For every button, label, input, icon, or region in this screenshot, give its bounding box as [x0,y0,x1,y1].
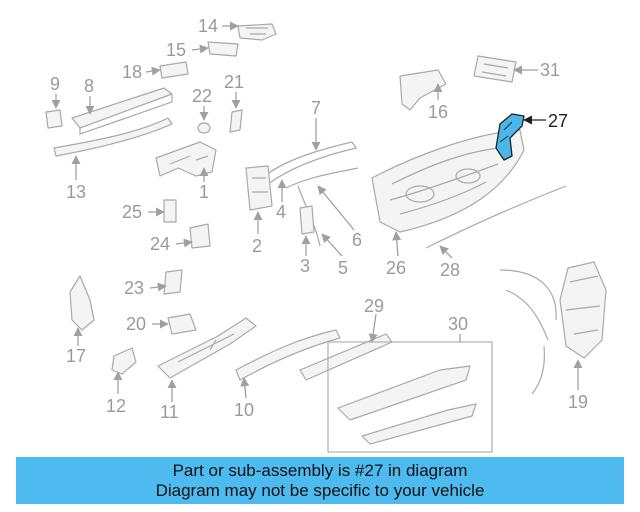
part-20-bracket [167,313,197,335]
part-10-rocker [235,329,341,381]
callout-8[interactable]: 8 [84,76,94,96]
part-3-latch [299,205,315,235]
callout-12[interactable]: 12 [106,396,126,416]
banner-line-disclaimer: Diagram may not be specific to your vehi… [155,480,485,500]
part-21-strip [229,109,243,133]
callout-1[interactable]: 1 [199,182,209,202]
part-9-bolt [45,109,63,129]
callout-24[interactable]: 24 [150,234,170,254]
callout-15[interactable]: 15 [166,40,186,60]
info-banner: Part or sub-assembly is #27 in diagram D… [16,457,624,504]
callout-17[interactable]: 17 [66,346,86,366]
callout-19[interactable]: 19 [568,392,588,412]
part-19-lock-actuator [499,261,607,395]
callout-labels: 14 15 18 9 8 22 21 13 1 7 4 2 6 3 5 25 2… [50,16,588,422]
part-16-hinge [399,69,447,111]
callout-29[interactable]: 29 [364,296,384,316]
part-13-rail [53,117,173,157]
callout-4[interactable]: 4 [276,202,286,222]
part-15-clip [207,41,239,57]
callout-27-highlighted[interactable]: 27 [548,111,568,131]
part-18-clip [159,61,189,79]
part-23-bracket [163,269,183,295]
part-4-hinge [245,165,273,211]
callout-22[interactable]: 22 [192,86,212,106]
part-22-grommet [197,122,211,134]
callout-6[interactable]: 6 [352,230,362,250]
part-7-cable [261,141,357,185]
callout-26[interactable]: 26 [386,258,406,278]
leader-arrows [51,21,583,402]
part-27-door-check-bracket [495,113,525,161]
callout-28[interactable]: 28 [440,260,460,280]
part-14-bracket [237,23,277,41]
callout-7[interactable]: 7 [311,98,321,118]
callout-5[interactable]: 5 [338,258,348,278]
callout-18[interactable]: 18 [122,62,142,82]
callout-3[interactable]: 3 [300,256,310,276]
banner-line-part-number: Part or sub-assembly is #27 in diagram [172,460,468,480]
part-17-pillar-trim [69,275,95,331]
part-25-clip [163,199,177,223]
part-28-cable [425,185,567,249]
callout-11[interactable]: 11 [160,402,179,422]
callout-16[interactable]: 16 [428,102,448,122]
callout-2[interactable]: 2 [252,236,262,256]
part-1-reinforcement [155,141,217,177]
callout-30[interactable]: 30 [448,314,468,334]
callout-23[interactable]: 23 [124,278,144,298]
callout-13[interactable]: 13 [66,182,86,202]
callout-21[interactable]: 21 [224,72,244,92]
part-11-sill-reinforcement [157,317,257,379]
part-31-mount [473,55,517,83]
part-24-bracket [189,223,211,249]
callout-25[interactable]: 25 [122,202,142,222]
part-8-beam [71,87,173,135]
part-26-door-inner-panel [371,129,525,233]
callout-14[interactable]: 14 [198,16,218,36]
callout-9[interactable]: 9 [50,74,60,94]
part-12-bracket [111,347,137,375]
part-30-rocker-assembly [327,341,493,453]
callout-31[interactable]: 31 [540,60,560,80]
callout-10[interactable]: 10 [234,400,254,420]
callout-20[interactable]: 20 [126,314,146,334]
